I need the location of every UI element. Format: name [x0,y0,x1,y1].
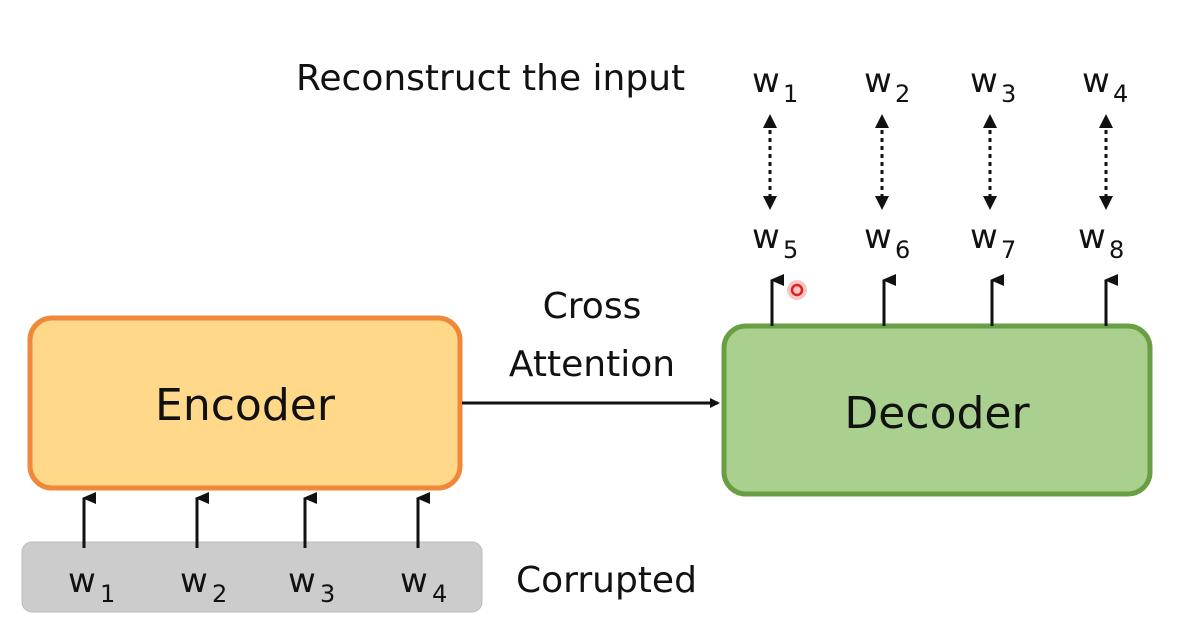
reconstruct-label: Reconstruct the input [296,58,685,99]
svg-text:3: 3 [320,580,335,608]
svg-text:w: w [864,217,892,257]
svg-text:w: w [1078,217,1106,257]
svg-text:w: w [68,561,96,601]
input-token-4: w 4 [400,561,447,608]
svg-text:1: 1 [100,580,115,608]
compare-arrow-3 [983,114,997,210]
compare-arrow-2 [875,114,889,210]
output-token-7: w 7 [970,217,1016,264]
compare-arrow-1 [763,114,777,210]
output-token-6: w 6 [864,217,910,264]
svg-text:w: w [752,61,780,101]
svg-text:w: w [1082,61,1110,101]
decoder-label: Decoder [844,388,1030,439]
svg-text:7: 7 [1001,236,1016,264]
encoder-label: Encoder [155,380,336,431]
corrupted-label: Corrupted [516,560,697,601]
svg-text:4: 4 [432,580,447,608]
svg-text:2: 2 [212,580,227,608]
cursor-icon [787,280,807,300]
svg-text:6: 6 [895,236,910,264]
svg-text:8: 8 [1109,236,1124,264]
target-token-4: w 4 [1082,61,1128,108]
svg-text:w: w [970,217,998,257]
svg-text:w: w [864,61,892,101]
input-token-2: w 2 [180,561,227,608]
compare-arrow-4 [1099,114,1113,210]
cross-attention-label-line1: Cross [543,286,642,327]
svg-text:w: w [288,561,316,601]
svg-text:3: 3 [1001,80,1016,108]
encoder-box [27,315,463,491]
svg-text:w: w [752,217,780,257]
target-token-2: w 2 [864,61,910,108]
svg-text:2: 2 [895,80,910,108]
output-token-8: w 8 [1078,217,1124,264]
decoder-box [721,323,1153,497]
input-token-1: w 1 [68,561,115,608]
svg-text:w: w [400,561,428,601]
svg-text:5: 5 [783,236,798,264]
svg-text:w: w [970,61,998,101]
svg-text:4: 4 [1113,80,1128,108]
corrupted-input-bar [21,541,483,613]
svg-text:w: w [180,561,208,601]
input-token-3: w 3 [288,561,335,608]
target-token-1: w 1 [752,61,798,108]
output-token-5: w 5 [752,217,798,264]
svg-text:1: 1 [783,80,798,108]
cross-attention-label-line2: Attention [509,344,675,385]
target-token-3: w 3 [970,61,1016,108]
